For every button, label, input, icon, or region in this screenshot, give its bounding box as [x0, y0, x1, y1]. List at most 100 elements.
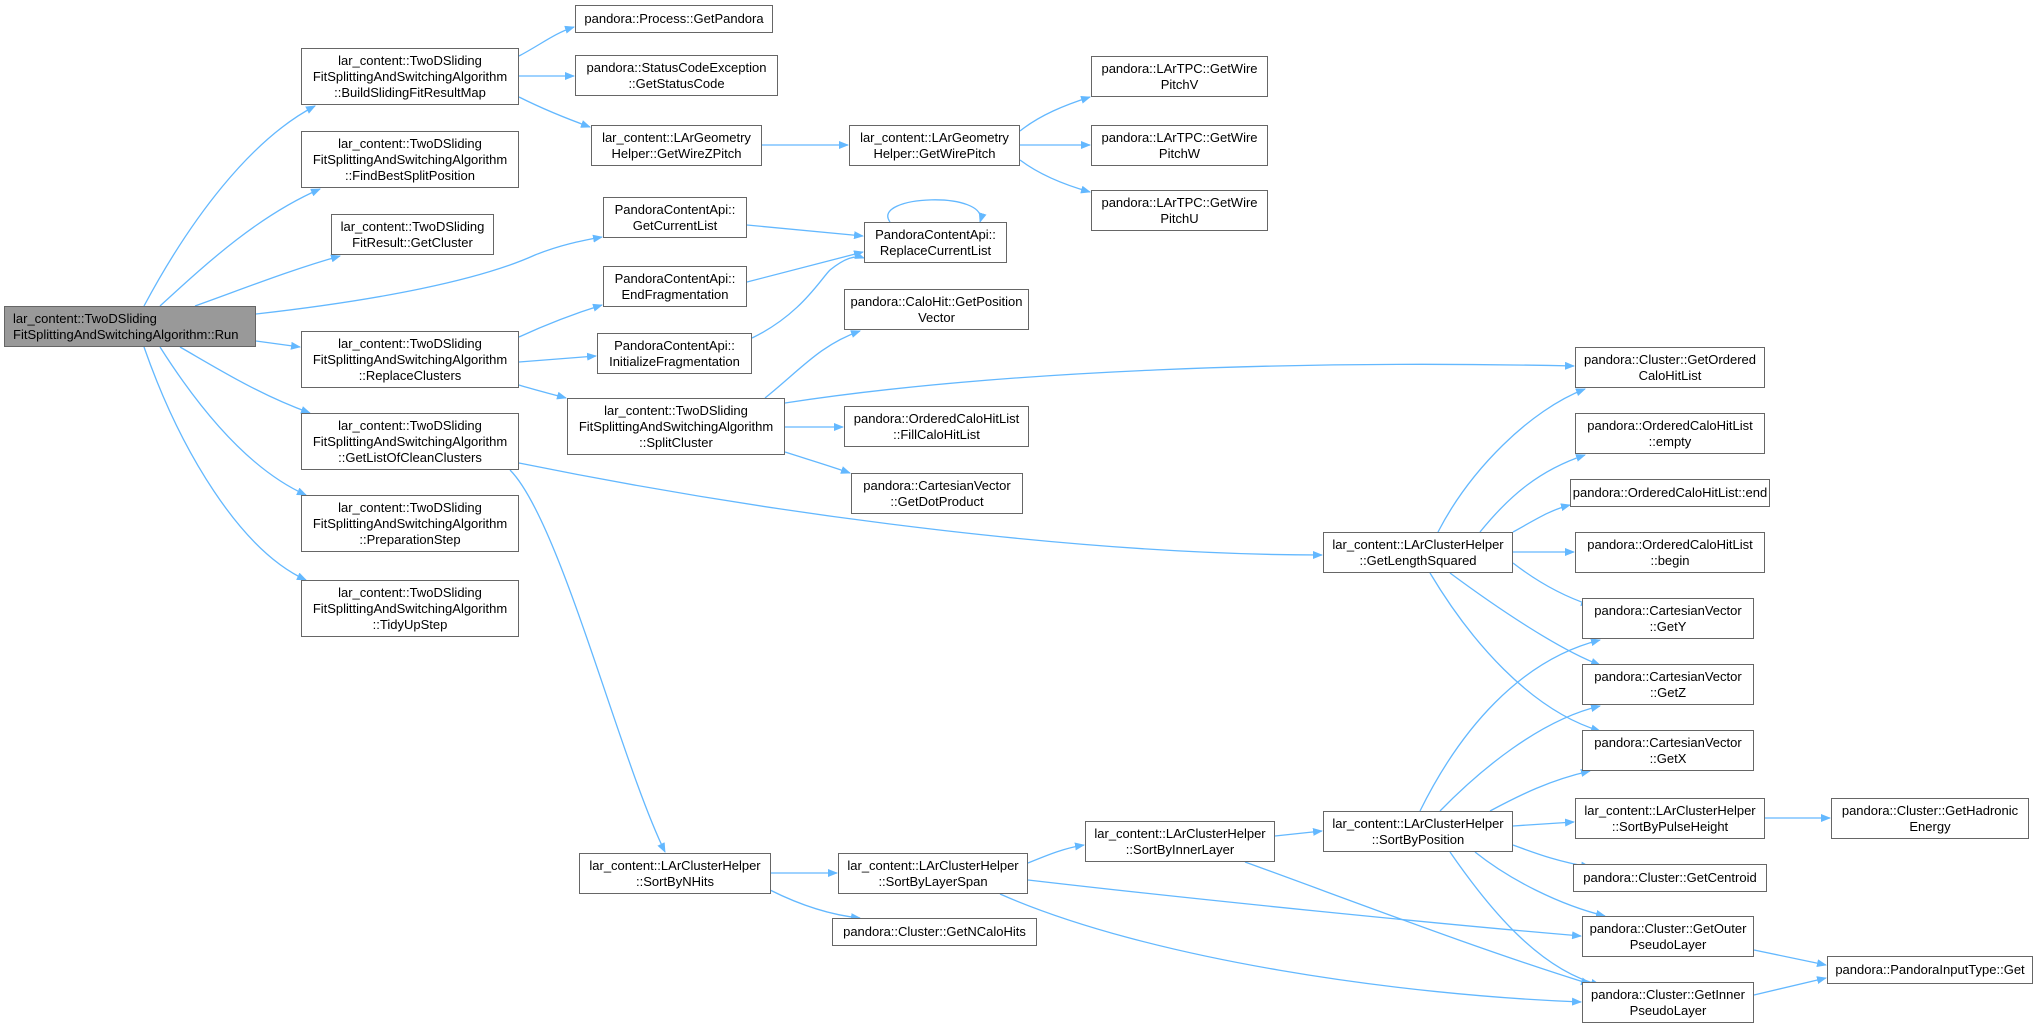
edge-initfrag-replacecurrentlist	[751, 251, 865, 339]
node-get-cluster[interactable]: lar_content::TwoDSliding FitResult::GetC…	[331, 214, 494, 255]
node-sort-by-inner-layer[interactable]: lar_content::LArClusterHelper ::SortByIn…	[1085, 821, 1275, 862]
node-label: pandora::OrderedCaloHitList ::empty	[1587, 417, 1753, 449]
edge-getlengthsq-getordered	[1437, 388, 1586, 533]
edge-run-findbest	[159, 188, 321, 307]
node-replace-clusters[interactable]: lar_content::TwoDSliding FitSplittingAnd…	[301, 331, 519, 388]
node-get-wire-pitch-u[interactable]: pandora::LArTPC::GetWire PitchU	[1091, 190, 1268, 231]
edge-sortbyinner-sortbypos	[1274, 827, 1323, 837]
node-label: lar_content::LArClusterHelper ::SortByIn…	[1094, 825, 1266, 857]
node-initialize-fragmentation[interactable]: PandoraContentApi:: InitializeFragmentat…	[597, 333, 752, 374]
node-label: pandora::OrderedCaloHitList ::FillCaloHi…	[853, 410, 1020, 442]
node-label: lar_content::LArClusterHelper ::SortByNH…	[589, 857, 761, 889]
edge-splitcluster-getdot	[784, 451, 851, 474]
node-get-outer-pseudo-layer[interactable]: pandora::Cluster::GetOuter PseudoLayer	[1582, 916, 1754, 957]
node-label: pandora::Cluster::GetOrdered CaloHitList	[1584, 351, 1756, 383]
node-get-position-vector[interactable]: pandora::CaloHit::GetPosition Vector	[844, 289, 1029, 330]
node-label: pandora::PandoraInputType::Get	[1835, 962, 2025, 977]
node-sort-by-layer-span[interactable]: lar_content::LArClusterHelper ::SortByLa…	[838, 853, 1028, 894]
node-label: pandora::Process::GetPandora	[584, 11, 764, 26]
node-label: PandoraContentApi:: InitializeFragmentat…	[609, 337, 740, 369]
node-get-hadronic-energy[interactable]: pandora::Cluster::GetHadronic Energy	[1831, 798, 2029, 839]
edge-run-build	[143, 105, 316, 307]
edge-run-getcluster	[194, 254, 341, 307]
edge-getlengthsq-getx	[1429, 572, 1601, 733]
edge-sortbynhits-getncalohits	[769, 889, 861, 922]
node-label: lar_content::TwoDSliding FitSplittingAnd…	[312, 135, 508, 183]
node-replace-current-list[interactable]: PandoraContentApi:: ReplaceCurrentList	[864, 222, 1007, 263]
node-label: pandora::Cluster::GetNCaloHits	[843, 924, 1026, 939]
node-get-list-of-clean-clusters[interactable]: lar_content::TwoDSliding FitSplittingAnd…	[301, 413, 519, 470]
node-label: pandora::LArTPC::GetWire PitchU	[1101, 194, 1258, 226]
edge-getlengthsq-end	[1512, 503, 1571, 533]
node-label: pandora::StatusCodeException ::GetStatus…	[586, 59, 767, 91]
node-tidy-up-step[interactable]: lar_content::TwoDSliding FitSplittingAnd…	[301, 580, 519, 637]
edge-getlistclean-getlengthsq	[518, 462, 1323, 559]
edge-replaceclusters-splitcluster	[518, 384, 567, 400]
node-label: lar_content::TwoDSliding FitSplittingAnd…	[312, 584, 508, 632]
node-label: lar_content::TwoDSliding FitSplittingAnd…	[312, 52, 508, 100]
node-get-current-list[interactable]: PandoraContentApi:: GetCurrentList	[603, 197, 747, 238]
node-split-cluster[interactable]: lar_content::TwoDSliding FitSplittingAnd…	[567, 398, 785, 455]
node-label: lar_content::TwoDSliding FitSplittingAnd…	[312, 417, 508, 465]
node-label: pandora::OrderedCaloHitList ::begin	[1587, 536, 1753, 568]
edge-sortbylayerspan-getouter	[1027, 879, 1582, 940]
node-get-status-code[interactable]: pandora::StatusCodeException ::GetStatus…	[575, 55, 778, 96]
node-get-n-calo-hits[interactable]: pandora::Cluster::GetNCaloHits	[832, 918, 1037, 946]
node-end-fragmentation[interactable]: PandoraContentApi:: EndFragmentation	[603, 266, 747, 307]
node-sort-by-position[interactable]: lar_content::LArClusterHelper ::SortByPo…	[1323, 811, 1513, 852]
node-get-z[interactable]: pandora::CartesianVector ::GetZ	[1582, 664, 1754, 705]
node-pandora-input-type-get[interactable]: pandora::PandoraInputType::Get	[1827, 956, 2033, 984]
node-get-wire-pitch-w[interactable]: pandora::LArTPC::GetWire PitchW	[1091, 125, 1268, 166]
node-label: pandora::Cluster::GetHadronic Energy	[1841, 802, 2019, 834]
edge-getwirepitch-pitchu	[1019, 159, 1091, 194]
node-get-wire-pitch-v[interactable]: pandora::LArTPC::GetWire PitchV	[1091, 56, 1268, 97]
node-label: lar_content::LArGeometry Helper::GetWire…	[860, 129, 1009, 161]
node-label: pandora::Cluster::GetOuter PseudoLayer	[1589, 920, 1747, 952]
edge-sortbypos-getouter	[1474, 851, 1606, 918]
node-label: pandora::CartesianVector ::GetDotProduct	[863, 477, 1011, 509]
node-find-best-split-position[interactable]: lar_content::TwoDSliding FitSplittingAnd…	[301, 131, 519, 188]
edge-splitcluster-getposvec	[764, 330, 861, 399]
node-get-centroid[interactable]: pandora::Cluster::GetCentroid	[1573, 864, 1767, 892]
edge-sortbypos-getx	[1489, 769, 1591, 812]
edge-getcurrentlist-replacecurrentlist	[746, 224, 864, 240]
node-get-dot-product[interactable]: pandora::CartesianVector ::GetDotProduct	[851, 473, 1023, 514]
edge-getlengthsq-getz	[1449, 572, 1601, 666]
node-get-wire-pitch[interactable]: lar_content::LArGeometry Helper::GetWire…	[849, 125, 1020, 166]
edge-replaceclusters-endfrag	[518, 303, 603, 338]
node-ordered-end[interactable]: pandora::OrderedCaloHitList::end	[1570, 479, 1770, 507]
node-fill-calo-hit-list[interactable]: pandora::OrderedCaloHitList ::FillCaloHi…	[844, 406, 1029, 447]
node-label: lar_content::LArClusterHelper ::SortByLa…	[847, 857, 1019, 889]
node-label: lar_content::TwoDSliding FitSplittingAnd…	[578, 402, 774, 450]
node-label: lar_content::TwoDSliding FitSplittingAnd…	[312, 335, 508, 383]
edge-run-tidyup	[143, 346, 307, 581]
edge-sortbyinner-getinner	[1244, 861, 1591, 986]
node-get-pandora[interactable]: pandora::Process::GetPandora	[575, 5, 773, 33]
node-label: PandoraContentApi:: ReplaceCurrentList	[875, 226, 996, 258]
edge-getouter-pandorainputget	[1753, 949, 1827, 968]
node-get-length-squared[interactable]: lar_content::LArClusterHelper ::GetLengt…	[1323, 532, 1513, 573]
node-label: lar_content::TwoDSliding FitResult::GetC…	[340, 218, 485, 250]
edge-run-getlistclean	[179, 346, 311, 414]
node-label: pandora::Cluster::GetCentroid	[1583, 870, 1757, 885]
node-label: lar_content::TwoDSliding FitSplittingAnd…	[13, 310, 239, 342]
node-get-wire-z-pitch[interactable]: lar_content::LArGeometry Helper::GetWire…	[591, 125, 762, 166]
node-label: pandora::LArTPC::GetWire PitchW	[1101, 129, 1258, 161]
node-run[interactable]: lar_content::TwoDSliding FitSplittingAnd…	[4, 306, 256, 347]
edge-run-prepstep	[159, 346, 307, 496]
node-get-y[interactable]: pandora::CartesianVector ::GetY	[1582, 598, 1754, 639]
node-get-ordered-calo-hit-list[interactable]: pandora::Cluster::GetOrdered CaloHitList	[1575, 347, 1765, 388]
node-build-sliding-fit-result-map[interactable]: lar_content::TwoDSliding FitSplittingAnd…	[301, 48, 519, 105]
node-label: pandora::LArTPC::GetWire PitchV	[1101, 60, 1258, 92]
node-sort-by-pulse-height[interactable]: lar_content::LArClusterHelper ::SortByPu…	[1575, 798, 1765, 839]
node-label: lar_content::LArGeometry Helper::GetWire…	[602, 129, 751, 161]
node-ordered-begin[interactable]: pandora::OrderedCaloHitList ::begin	[1575, 532, 1765, 573]
edge-sortbylayerspan-sortbyinner	[1027, 842, 1085, 864]
node-get-inner-pseudo-layer[interactable]: pandora::Cluster::GetInner PseudoLayer	[1582, 982, 1754, 1023]
node-sort-by-n-hits[interactable]: lar_content::LArClusterHelper ::SortByNH…	[579, 853, 771, 894]
node-preparation-step[interactable]: lar_content::TwoDSliding FitSplittingAnd…	[301, 495, 519, 552]
edge-getlengthsq-empty	[1479, 454, 1586, 533]
node-get-x[interactable]: pandora::CartesianVector ::GetX	[1582, 730, 1754, 771]
node-ordered-empty[interactable]: pandora::OrderedCaloHitList ::empty	[1575, 413, 1765, 454]
